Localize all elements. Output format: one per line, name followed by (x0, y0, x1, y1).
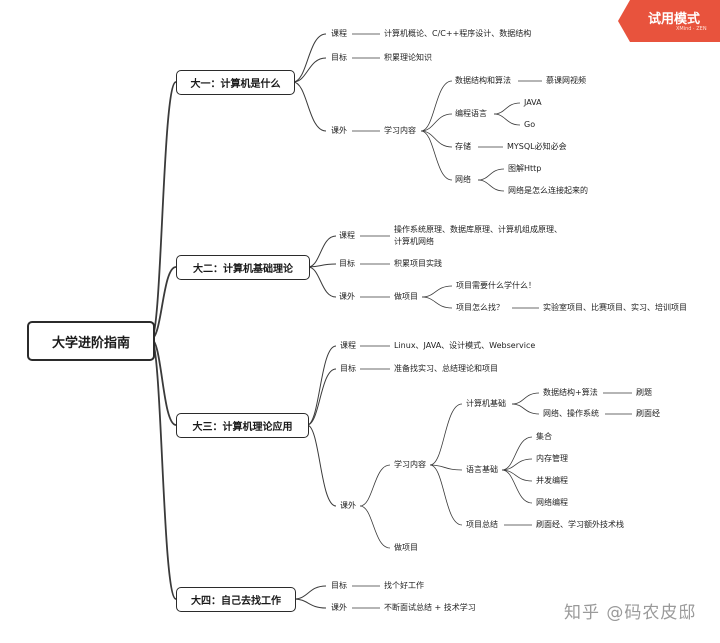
y1-mysql[interactable]: MYSQL必知必会 (507, 142, 567, 151)
y3-shuamianjing[interactable]: 刷面经 (636, 409, 660, 418)
trial-mode-label: 试用模式 (648, 12, 701, 27)
y4-extra-detail[interactable]: 不断面试总结 + 技术学习 (384, 603, 476, 612)
y3-cs-to-ds (511, 392, 540, 405)
y2-projects-to-q2 (421, 296, 453, 309)
y1-ds[interactable]: 数据结构和算法 (455, 76, 511, 85)
y1-to-goal (292, 57, 327, 83)
y1-net[interactable]: 网络 (455, 175, 471, 184)
y3-proj-summary-detail[interactable]: 刷面经、学习额外技术栈 (536, 520, 624, 529)
y2-to-goal (307, 263, 337, 268)
y3-goal-detail[interactable]: 准备找实习、总结理论和项目 (394, 364, 498, 373)
y2-q2-detail[interactable]: 实验室项目、比赛项目、实习、培训项目 (543, 303, 687, 312)
y1-learn[interactable]: 学习内容 (384, 126, 416, 135)
zhihu-watermark: 知乎 @码农皮邸 (564, 603, 697, 623)
y1-lang-to-java (493, 102, 521, 115)
trial-mode-ribbon[interactable] (618, 0, 720, 42)
y2-q1[interactable]: 项目需要什么学什么！ (456, 281, 536, 290)
y3-to-course (306, 345, 337, 426)
y3-goal[interactable]: 目标 (340, 364, 356, 373)
y1-goal[interactable]: 目标 (331, 53, 347, 62)
y4-goal[interactable]: 目标 (331, 581, 347, 590)
y2-goal-detail[interactable]: 积累项目实践 (394, 259, 442, 268)
y3-to-goal (306, 368, 337, 426)
y1-http[interactable]: 图解Http (508, 164, 542, 173)
y1-to-extra (292, 81, 327, 132)
y4-extra[interactable]: 课外 (331, 603, 347, 612)
y1-lang[interactable]: 编程语言 (455, 109, 487, 118)
y3-concurrency[interactable]: 并发编程 (536, 476, 568, 485)
y2-to-extra (307, 266, 337, 298)
y3-ds-algo[interactable]: 数据结构+算法 (543, 388, 598, 397)
topic-year-3[interactable]: 大三：计算机理论应用 (176, 413, 309, 438)
y3-learn-to-cs (429, 403, 463, 466)
y2-to-course (307, 235, 337, 268)
y3-extra-to-learn (359, 464, 391, 507)
y2-course-detail-1[interactable]: 操作系统原理、数据库原理、计算机组成原理、 (394, 225, 562, 234)
y1-net-to-http (477, 168, 505, 181)
y1-goal-detail[interactable]: 积累理论知识 (384, 53, 432, 62)
topic-year-1[interactable]: 大一：计算机是什么 (176, 70, 295, 95)
y4-to-goal (293, 585, 327, 600)
y3-shuati[interactable]: 刷题 (636, 388, 652, 397)
y3-collections[interactable]: 集合 (536, 432, 552, 441)
y3-proj-summary[interactable]: 项目总结 (466, 520, 498, 529)
y1-course-detail[interactable]: 计算机概论、C/C++程序设计、数据结构 (384, 29, 532, 38)
y3-memory[interactable]: 内存管理 (536, 454, 568, 463)
y2-extra[interactable]: 课外 (339, 292, 355, 301)
y2-projects[interactable]: 做项目 (394, 292, 418, 301)
y1-learn-to-net (420, 130, 453, 181)
y2-goal[interactable]: 目标 (339, 259, 355, 268)
y1-java[interactable]: JAVA (524, 98, 542, 107)
y3-extra[interactable]: 课外 (340, 501, 356, 510)
y1-course[interactable]: 课程 (331, 29, 347, 38)
root-to-year-4 (150, 338, 177, 600)
y1-storage[interactable]: 存储 (455, 142, 471, 151)
y3-learn-to-summary (429, 464, 463, 526)
y3-lang-basics[interactable]: 语言基础 (466, 465, 498, 474)
y3-extra-to-projects (359, 505, 391, 549)
y1-ds-detail[interactable]: 慕课网视频 (546, 76, 586, 85)
y1-net-to-howconnect (477, 179, 505, 192)
trial-mode-sublabel: XMind · ZEN (676, 26, 707, 32)
y3-netprog[interactable]: 网络编程 (536, 498, 568, 507)
y3-lang-to-netprog (501, 469, 533, 504)
y1-learn-to-ds (420, 80, 453, 132)
y4-goal-detail[interactable]: 找个好工作 (384, 581, 424, 590)
y3-learn[interactable]: 学习内容 (394, 460, 426, 469)
y1-to-course (292, 33, 327, 83)
y3-course-detail[interactable]: Linux、JAVA、设计模式、Webservice (394, 341, 536, 350)
y3-course[interactable]: 课程 (340, 341, 356, 350)
root-topic[interactable]: 大学进阶指南 (27, 321, 155, 361)
topic-year-2[interactable]: 大二：计算机基础理论 (176, 255, 310, 280)
y3-cs-basics[interactable]: 计算机基础 (466, 399, 506, 408)
y2-projects-to-q1 (421, 285, 453, 298)
y3-net-os[interactable]: 网络、操作系统 (543, 409, 599, 418)
y3-lang-to-collections (501, 436, 533, 471)
y1-extra[interactable]: 课外 (331, 126, 347, 135)
y2-course-detail-2[interactable]: 计算机网络 (394, 237, 434, 246)
y2-q2[interactable]: 项目怎么找？ (456, 303, 504, 312)
y3-learn-to-lang (429, 464, 463, 471)
y3-to-extra (306, 424, 337, 507)
y1-learn-to-lang (420, 113, 453, 132)
y3-projects[interactable]: 做项目 (394, 543, 418, 552)
y2-course[interactable]: 课程 (339, 231, 355, 240)
y1-go[interactable]: Go (524, 120, 536, 129)
y1-lang-to-go (493, 113, 521, 126)
y1-how-connect[interactable]: 网络是怎么连接起来的 (508, 186, 588, 195)
y3-cs-to-netos (511, 403, 540, 415)
y3-lang-to-memory (501, 458, 533, 471)
topic-year-4[interactable]: 大四：自己去找工作 (176, 587, 296, 612)
y4-to-extra (293, 598, 327, 609)
